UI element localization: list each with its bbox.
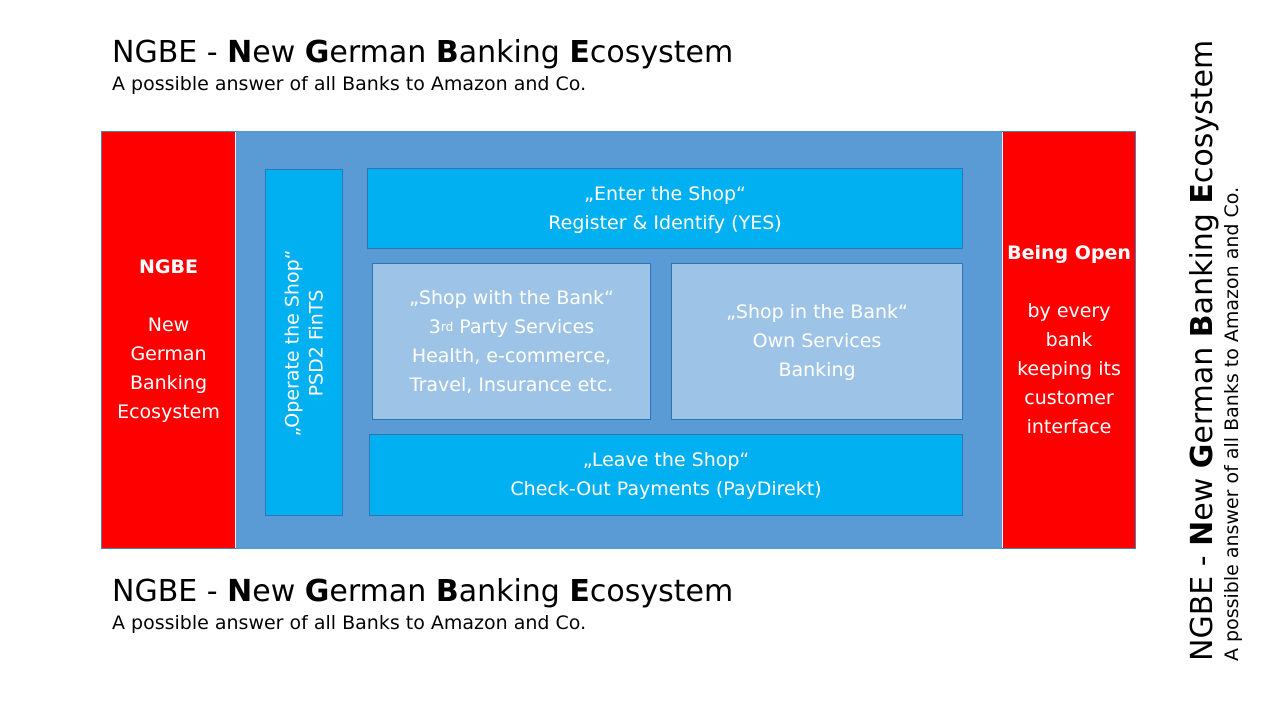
being-open-title: Being Open [1007, 241, 1131, 264]
being-open-line: interface [1026, 415, 1112, 438]
heading-title: NGBE - New German Banking Ecosystem [112, 574, 734, 609]
operate-shop-title: „Operate the Shop“ [281, 249, 303, 436]
leave-shop-title: „Leave the Shop“ [582, 449, 750, 471]
bottom-heading: NGBE - New German Banking Ecosystem A po… [112, 574, 733, 635]
shop-in-bank-line: Banking [778, 359, 856, 381]
operate-shop-detail: PSD2 FinTS [305, 289, 327, 396]
shop-with-bank-line: Health, e-commerce, [411, 344, 612, 367]
ngbe-panel-line: Ecosystem [117, 401, 220, 423]
heading-subtitle: A possible answer of all Banks to Amazon… [112, 73, 587, 95]
ngbe-panel: NGBE New German Banking Ecosystem [102, 132, 235, 548]
shop-with-bank-line: 3rd Party Services [428, 315, 595, 338]
side-heading: NGBE - New German Banking Ecosystem A po… [1185, 39, 1244, 661]
being-open-line: bank [1045, 328, 1093, 351]
shop-in-bank-title: „Shop in the Bank“ [726, 301, 908, 323]
leave-shop-detail: Check-Out Payments (PayDirekt) [510, 478, 822, 500]
ngbe-panel-line: Banking [129, 372, 208, 394]
ngbe-panel-line: New [147, 314, 190, 336]
enter-shop-title: „Enter the Shop“ [584, 182, 746, 205]
ngbe-panel-title: NGBE [139, 256, 198, 278]
enter-shop-box: „Enter the Shop“ Register & Identify (YE… [367, 168, 963, 249]
shop-with-bank-title: „Shop with the Bank“ [409, 286, 614, 309]
being-open-line: by every [1027, 299, 1111, 322]
heading-subtitle: A possible answer of all Banks to Amazon… [1221, 186, 1243, 661]
shop-with-bank-line: Travel, Insurance etc. [409, 373, 614, 396]
heading-subtitle: A possible answer of all Banks to Amazon… [112, 612, 587, 634]
shop-in-bank-line: Own Services [752, 330, 882, 352]
operate-shop-box: „Operate the Shop“ PSD2 FinTS [265, 169, 343, 516]
top-heading: NGBE - New German Banking Ecosystem A po… [112, 35, 733, 96]
enter-shop-detail: Register & Identify (YES) [548, 211, 782, 234]
being-open-line: customer [1024, 386, 1114, 409]
heading-title: NGBE - New German Banking Ecosystem [1185, 39, 1220, 661]
being-open-panel: Being Open by every bank keeping its cus… [1003, 132, 1135, 548]
heading-title: NGBE - New German Banking Ecosystem [112, 35, 734, 70]
being-open-line: keeping its [1017, 357, 1121, 380]
shop-in-bank-box: „Shop in the Bank“ Own Services Banking [671, 263, 963, 420]
shop-with-bank-box: „Shop with the Bank“ 3rd Party Services … [372, 263, 651, 420]
ngbe-panel-line: German [130, 343, 207, 365]
leave-shop-box: „Leave the Shop“ Check-Out Payments (Pay… [369, 434, 963, 516]
